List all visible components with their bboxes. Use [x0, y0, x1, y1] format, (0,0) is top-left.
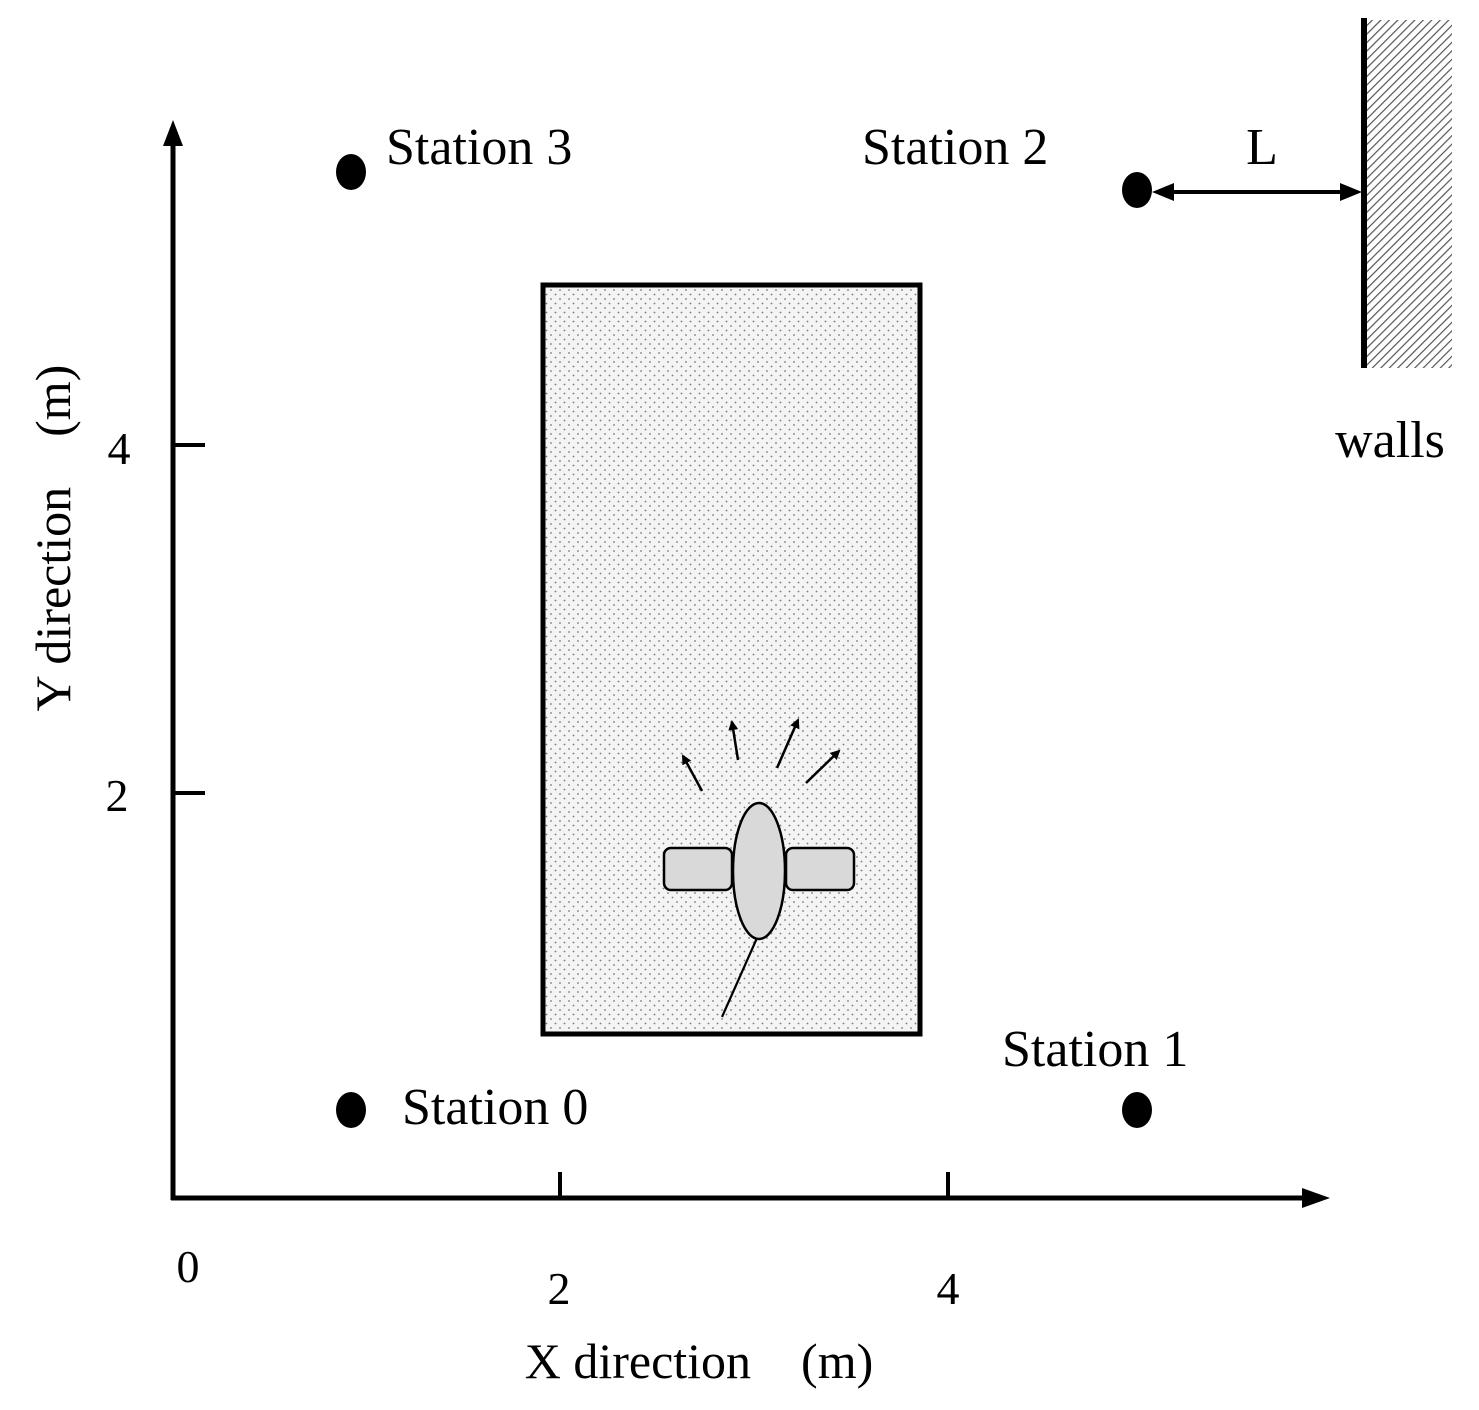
robot-left-arm: [662, 846, 734, 892]
y-axis: [163, 120, 205, 1200]
robot-tail-line: [720, 937, 759, 1018]
distance-label: L: [1246, 119, 1278, 176]
distance-indicator: [1152, 183, 1362, 201]
station-0-label: Station 0: [402, 1079, 588, 1136]
x-tick-label-2: 2: [548, 1263, 571, 1314]
distance-arrowhead-left: [1152, 183, 1174, 201]
wall-hatch: [1364, 20, 1452, 368]
wall: [1361, 18, 1452, 368]
station-0-marker: [336, 1092, 366, 1128]
motion-arrow-3: [775, 718, 800, 769]
motion-arrow-1: [681, 754, 704, 792]
robot: [662, 718, 856, 1018]
x-tick-label-4: 4: [937, 1263, 960, 1314]
motion-arrow-2: [728, 720, 740, 761]
wall-label: walls: [1335, 412, 1445, 469]
station-1-marker: [1122, 1092, 1152, 1128]
x-axis: [171, 1172, 1330, 1208]
distance-arrowhead-right: [1340, 183, 1362, 201]
station-3-marker: [336, 154, 366, 190]
robot-right-arm: [784, 846, 856, 892]
station-2-marker: [1122, 172, 1152, 208]
x-axis-title: X direction (m): [525, 1333, 874, 1389]
station-1-label: Station 1: [1002, 1021, 1188, 1078]
robot-body: [731, 801, 787, 941]
y-tick-label-2: 2: [106, 770, 129, 821]
y-axis-arrowhead: [163, 120, 183, 146]
x-axis-arrowhead: [1302, 1188, 1330, 1208]
station-2-label: Station 2: [862, 119, 1048, 176]
y-tick-label-4: 4: [108, 423, 131, 474]
motion-arrow-4: [805, 749, 841, 784]
station-3-label: Station 3: [386, 119, 572, 176]
working-area: [540, 282, 923, 1037]
y-axis-title: Y direction (m): [25, 365, 81, 712]
origin-label: 0: [177, 1241, 200, 1292]
